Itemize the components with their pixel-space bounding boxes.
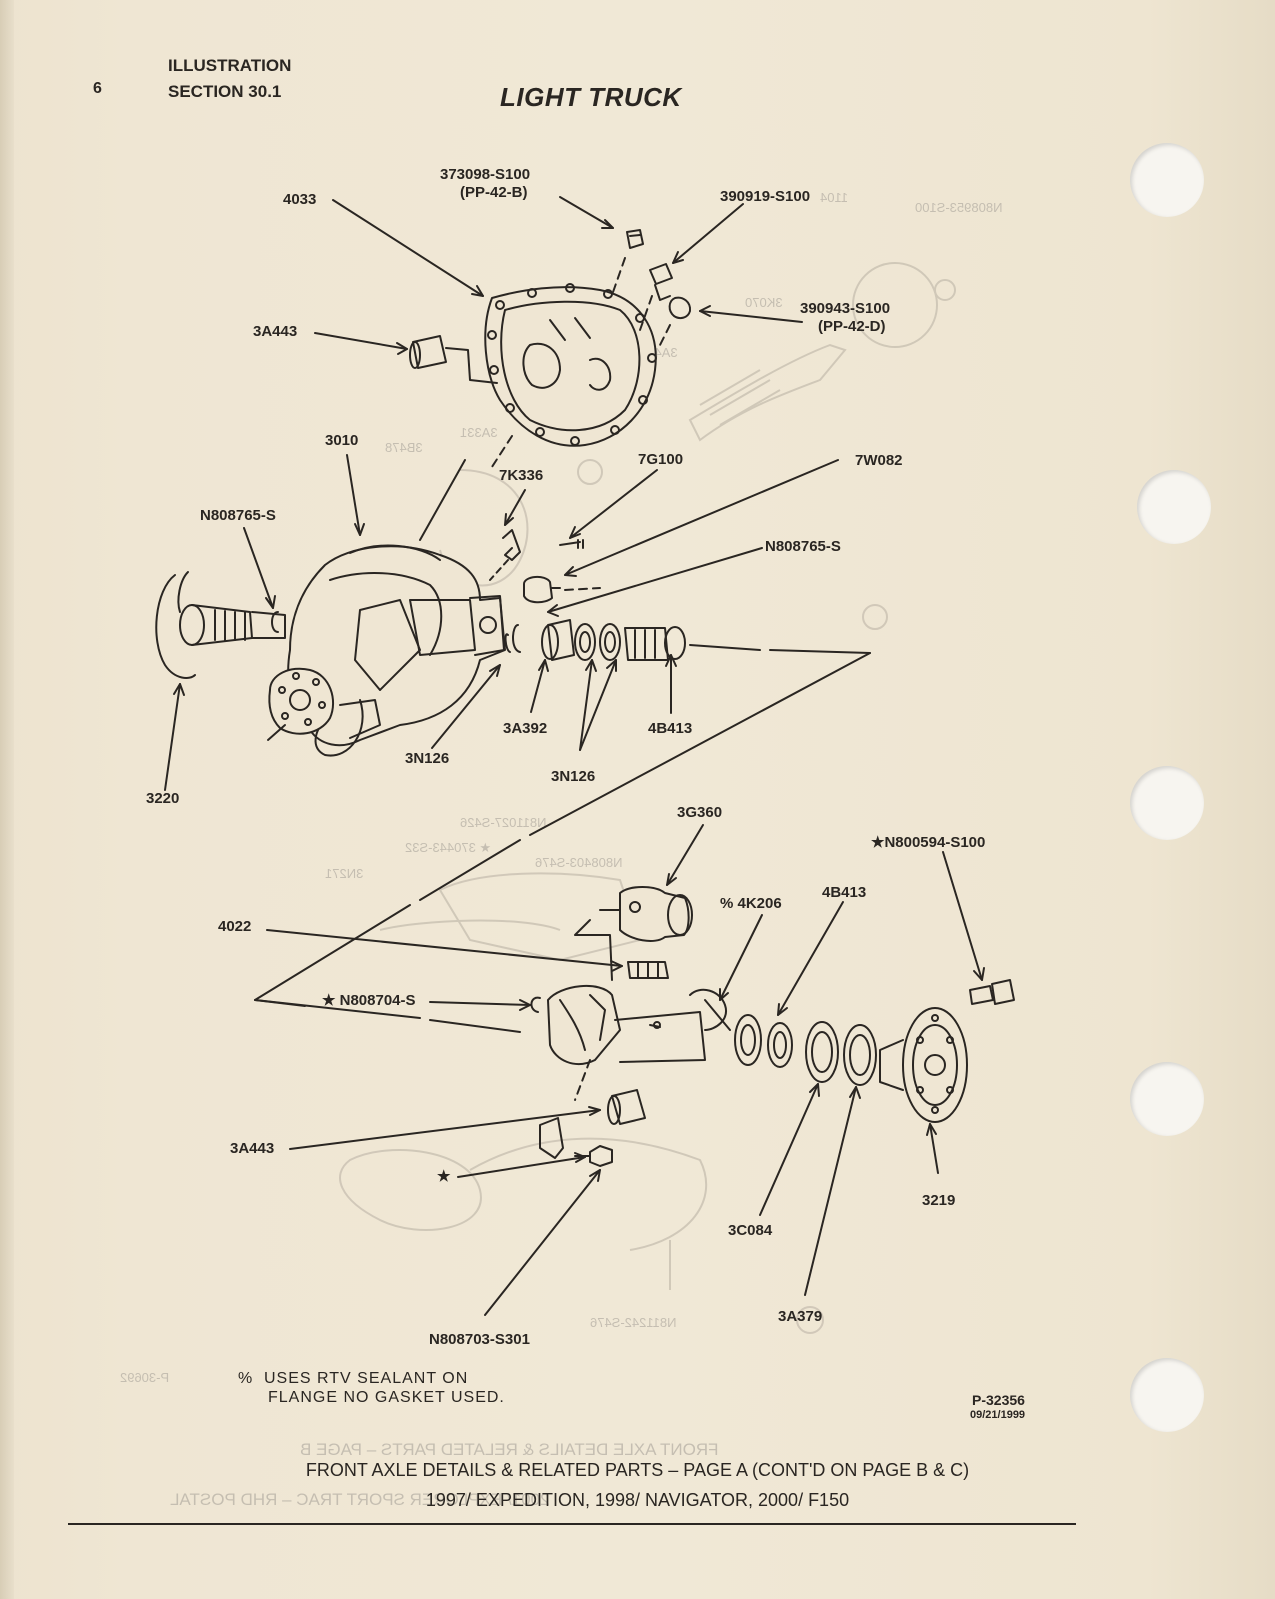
axle-tube-assembly: [547, 984, 793, 1068]
hub-bolt: [969, 979, 1015, 1005]
callout-3n126-mid: 3N126: [551, 768, 596, 785]
callout-3220: 3220: [146, 790, 180, 807]
callout-pp-42-d: (PP-42-D): [818, 318, 886, 335]
page-number: 6: [93, 80, 102, 97]
callout-4b413-top: 4B413: [648, 720, 693, 737]
callout-3010: 3010: [325, 432, 359, 449]
callout-7g100: 7G100: [638, 451, 684, 468]
page-edge: [0, 0, 14, 1599]
callout-4022: 4022: [218, 918, 252, 935]
shift-clip: [502, 529, 521, 561]
caption-line2: 1997/ EXPEDITION, 1998/ NAVIGATOR, 2000/…: [425, 1490, 850, 1510]
vent-cap: [668, 296, 692, 320]
snap-ring-left: [271, 611, 279, 633]
seal-3a379: [843, 1024, 877, 1086]
callout-pp-42-b: (PP-42-B): [460, 184, 528, 201]
differential-cover: [484, 283, 657, 447]
callout-3c084: 3C084: [728, 1222, 773, 1239]
bearing-stack: [504, 619, 686, 661]
illustration-number: P-32356: [972, 1392, 1025, 1408]
binder-hole-3: [1130, 766, 1204, 840]
binder-hole-4: [1130, 1062, 1204, 1136]
callout-390919-s100: 390919-S100: [720, 188, 811, 205]
callout-n808765-s-left: N808765-S: [200, 507, 276, 524]
callout-373098-s100: 373098-S100: [440, 166, 531, 183]
callout-4b413-bottom: 4B413: [822, 884, 867, 901]
vacuum-actuator: [599, 886, 693, 942]
vent-fitting: [649, 263, 673, 301]
pinion-flange: [267, 667, 335, 741]
binder-hole-5: [1130, 1358, 1204, 1432]
stud: [627, 961, 669, 979]
caption-line1: FRONT AXLE DETAILS & RELATED PARTS – PAG…: [305, 1460, 970, 1480]
header-illustration: ILLUSTRATION: [168, 56, 292, 75]
callout-7w082: 7W082: [855, 452, 903, 469]
callout-3a392: 3A392: [503, 720, 548, 737]
bracket: [539, 1117, 564, 1159]
callout-4k206: % 4K206: [720, 895, 782, 912]
bushing-top: [409, 335, 498, 384]
callout-n808765-s-right: N808765-S: [765, 538, 841, 555]
callout-3a443-top: 3A443: [253, 323, 298, 340]
callout-7k336: 7K336: [499, 467, 544, 484]
fill-plug: [626, 229, 644, 249]
page-title: LIGHT TRUCK: [500, 82, 682, 112]
illustration-date: 09/21/1999: [970, 1409, 1026, 1421]
callout-3n126-left: 3N126: [405, 750, 450, 767]
binder-hole-1: [1130, 143, 1204, 217]
callout-4033: 4033: [283, 191, 317, 208]
seal-3c084: [805, 1021, 839, 1083]
callout-star: ★: [437, 1168, 451, 1185]
hub-flange: [879, 1007, 968, 1123]
callout-3g360: 3G360: [677, 804, 723, 821]
sensor-plug: [523, 576, 561, 604]
binder-hole-2: [1137, 470, 1211, 544]
footnote-line2: FLANGE NO GASKET USED.: [268, 1389, 505, 1406]
header-section: SECTION 30.1: [168, 82, 282, 101]
callout-n808704-s: ★ N808704-S: [322, 992, 416, 1009]
callout-n808703-s301: N808703-S301: [429, 1331, 530, 1348]
callout-n800594-s100: ★N800594-S100: [871, 834, 986, 851]
callout-390943-s100: 390943-S100: [800, 300, 891, 317]
footnote-symbol: %: [238, 1370, 254, 1387]
left-seal: [155, 571, 286, 679]
bottom-rule: [68, 1523, 1076, 1525]
callout-3219: 3219: [922, 1192, 956, 1209]
bushing-bottom: [607, 1089, 646, 1125]
callout-3a443-bottom: 3A443: [230, 1140, 275, 1157]
footnote-line1: USES RTV SEALANT ON: [264, 1370, 469, 1387]
carrier-housing: [287, 545, 506, 757]
callout-3a379: 3A379: [778, 1308, 823, 1325]
